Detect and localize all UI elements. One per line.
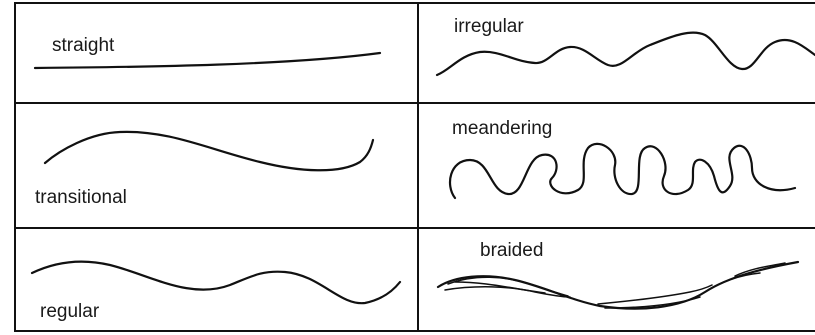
label-meandering: meandering xyxy=(452,118,552,139)
label-straight: straight xyxy=(52,35,115,56)
cell-transitional: transitional xyxy=(35,132,373,208)
cell-irregular: irregular xyxy=(437,16,815,75)
label-regular: regular xyxy=(40,301,100,322)
label-braided: braided xyxy=(480,240,543,261)
braided-bar-middle-upper xyxy=(598,285,712,304)
transitional-channel-curve xyxy=(45,132,373,170)
cell-regular: regular xyxy=(32,262,400,322)
label-transitional: transitional xyxy=(35,187,127,208)
table-grid xyxy=(15,3,815,331)
label-irregular: irregular xyxy=(454,16,524,37)
braided-bar-right-lower xyxy=(705,273,760,292)
table-border xyxy=(15,3,815,331)
meandering-channel-curve xyxy=(450,144,795,198)
cell-meandering: meandering xyxy=(450,118,795,198)
cell-straight: straight xyxy=(35,35,380,68)
regular-channel-curve xyxy=(32,262,400,304)
irregular-channel-curve xyxy=(437,33,815,75)
cell-braided: braided xyxy=(438,240,798,309)
